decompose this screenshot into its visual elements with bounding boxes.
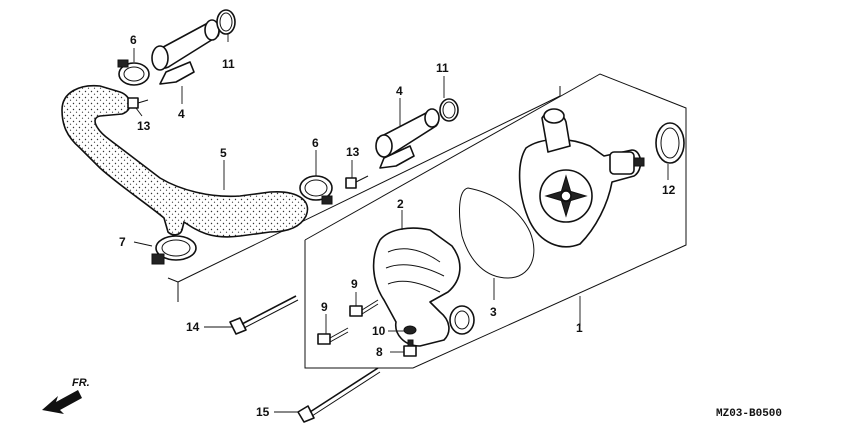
callout-10: 10 [372, 324, 386, 338]
callout-1: 1 [576, 321, 583, 335]
callout-11-middle: 11 [436, 61, 449, 75]
upper-thermostat-pipe [151, 19, 220, 85]
diagram-code: MZ03-B0500 [716, 408, 782, 420]
callout-11-upper: 11 [222, 57, 235, 71]
coolant-hose [61, 84, 309, 238]
o-ring-middle [439, 98, 459, 122]
long-bolt-15 [297, 367, 381, 423]
callout-5: 5 [220, 146, 227, 160]
hose-clamp-upper [117, 59, 150, 86]
callout-12: 12 [662, 183, 676, 197]
drain-bolt [403, 339, 417, 357]
callout-14: 14 [186, 320, 200, 334]
callout-6-middle: 6 [312, 136, 319, 150]
callout-4-upper: 4 [178, 107, 185, 121]
callout-labels: 1 2 3 4 4 5 6 6 7 8 9 9 10 11 11 12 13 1… [119, 33, 676, 419]
callout-9-right: 9 [351, 277, 358, 291]
bolt-middle [345, 175, 369, 189]
callout-6-upper: 6 [130, 33, 137, 47]
pump-gasket [459, 187, 535, 279]
callout-9-left: 9 [321, 300, 328, 314]
long-bolt-14 [229, 295, 299, 335]
callout-3: 3 [490, 305, 497, 319]
front-direction-label: FR. [72, 377, 90, 389]
callout-2: 2 [397, 197, 404, 211]
middle-thermostat-pipe [375, 108, 440, 169]
leader-lines [133, 34, 669, 413]
assembly-outline-pump [304, 73, 687, 369]
sealing-washer [403, 325, 417, 335]
callout-13-upper: 13 [137, 119, 151, 133]
o-ring-upper [216, 9, 236, 35]
bolt-9-left [317, 327, 349, 345]
assembly-outline-upper [167, 86, 561, 302]
callout-15: 15 [256, 405, 270, 419]
hose-clamp-lower [151, 235, 197, 265]
callout-13-middle: 13 [346, 145, 360, 159]
bolt-9-right [349, 299, 379, 317]
water-pump-body [518, 108, 645, 248]
callout-7: 7 [119, 235, 126, 249]
bolt-upper [127, 97, 149, 109]
hose-clamp-middle [299, 175, 333, 205]
front-direction-arrow: FR. [42, 377, 90, 414]
pump-cover [372, 227, 475, 347]
callout-4-middle: 4 [396, 84, 403, 98]
o-ring-pump [655, 122, 685, 164]
callout-8: 8 [376, 345, 383, 359]
